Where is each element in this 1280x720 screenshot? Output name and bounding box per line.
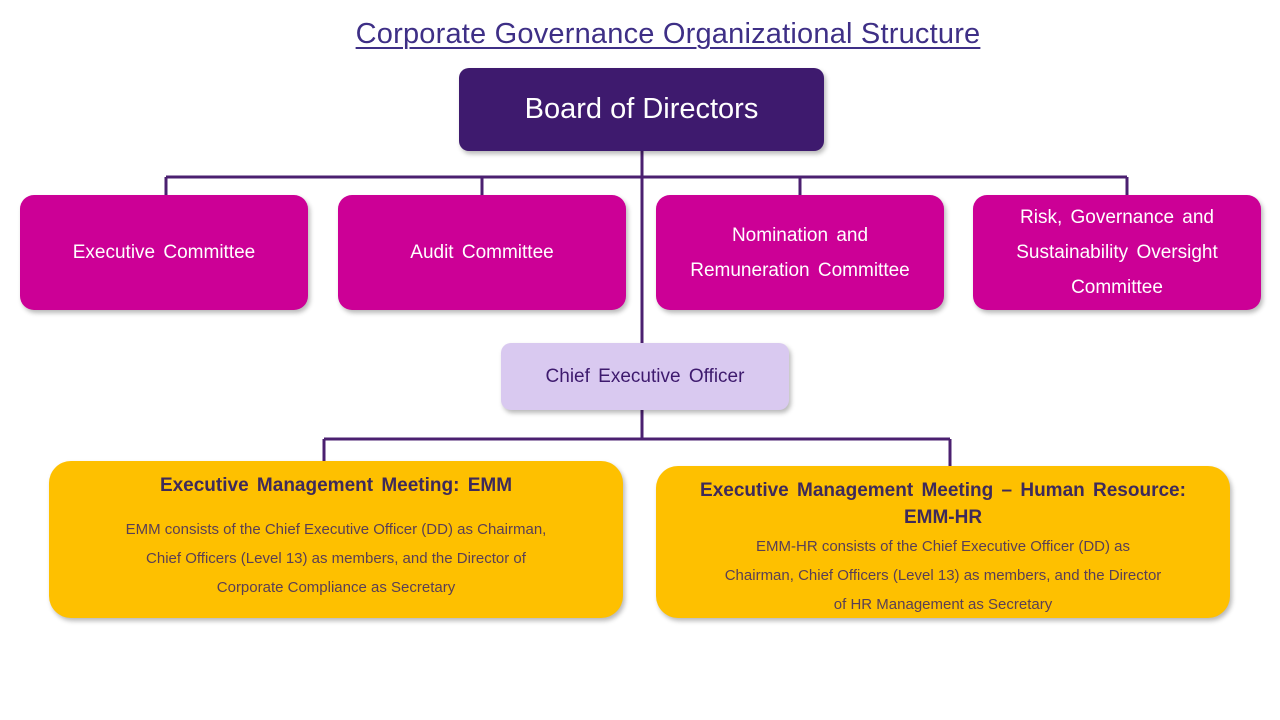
emm-hr-meeting-box: Executive Management Meeting – Human Res… — [656, 466, 1230, 618]
committee-label: Audit Committee — [410, 242, 554, 263]
committee-box-nomination: Nomination and Remuneration Committee — [656, 195, 944, 310]
ceo-label: Chief Executive Officer — [545, 365, 745, 387]
committee-label: Nomination and Remuneration Committee — [690, 224, 910, 281]
emm-hr-title: Executive Management Meeting – Human Res… — [700, 480, 1186, 528]
committee-box-risk-governance: Risk, Governance and Sustainability Over… — [973, 195, 1261, 310]
emm-title: Executive Management Meeting: EMM — [159, 475, 513, 496]
emm-meeting-box: Executive Management Meeting: EMM EMM co… — [49, 461, 623, 618]
board-of-directors-box: Board of Directors — [459, 68, 824, 151]
committee-label: Executive Committee — [72, 242, 256, 263]
page-title: Corporate Governance Organizational Stru… — [355, 18, 981, 50]
emm-description: EMM consists of the Chief Executive Offi… — [125, 521, 547, 596]
emm-hr-description: EMM-HR consists of the Chief Executive O… — [724, 538, 1162, 613]
ceo-box: Chief Executive Officer — [501, 343, 789, 410]
committee-box-executive: Executive Committee — [20, 195, 308, 310]
committee-box-audit: Audit Committee — [338, 195, 626, 310]
committee-label: Risk, Governance and Sustainability Over… — [1016, 207, 1218, 298]
board-label: Board of Directors — [524, 93, 759, 125]
